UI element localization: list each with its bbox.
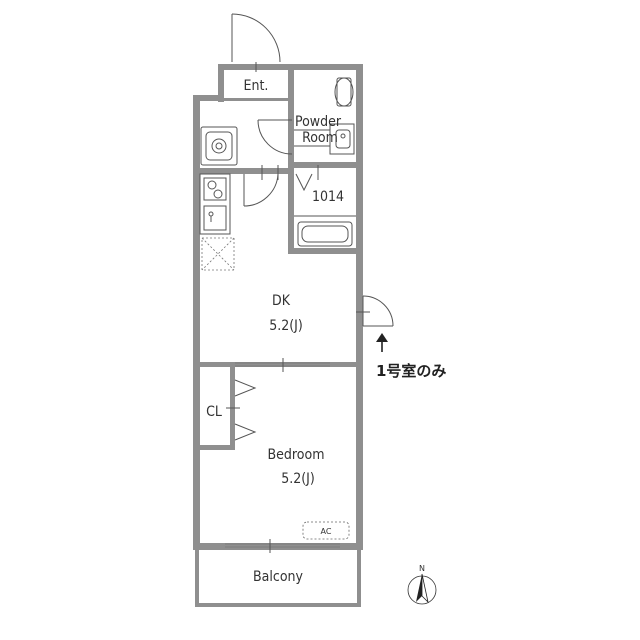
note-arrow-icon bbox=[376, 333, 388, 352]
balcony-label: Balcony bbox=[253, 569, 303, 585]
washbasin-icon bbox=[294, 123, 355, 155]
bath-label: 1014 bbox=[312, 189, 344, 205]
ac-label: AC bbox=[321, 527, 332, 536]
note-label: 1号室のみ bbox=[376, 362, 446, 380]
bedroom-size-label: 5.2(J) bbox=[281, 471, 315, 487]
compass-north-label: N bbox=[419, 564, 425, 573]
compass-icon: N bbox=[407, 564, 437, 605]
entrance-door bbox=[231, 13, 281, 63]
ac-unit: AC bbox=[302, 521, 350, 540]
closet-label: CL bbox=[206, 404, 222, 420]
bath-door bbox=[295, 165, 319, 192]
powder-room-door bbox=[257, 119, 293, 155]
bathtub-icon bbox=[294, 215, 356, 247]
windows bbox=[225, 62, 340, 553]
kitchen-counter bbox=[199, 173, 231, 235]
powder-room-label-line2: Room bbox=[302, 130, 338, 146]
side-door bbox=[356, 295, 394, 327]
washing-machine-icon bbox=[200, 126, 238, 166]
powder-room-label-line1: Powder bbox=[295, 114, 342, 130]
bedroom-label: Bedroom bbox=[268, 447, 325, 463]
entrance-label: Ent. bbox=[244, 78, 269, 94]
refrigerator-space bbox=[201, 237, 235, 271]
dk-label: DK bbox=[272, 293, 291, 309]
dk-door bbox=[243, 165, 279, 207]
toilet-icon bbox=[334, 77, 354, 107]
closet-doors bbox=[226, 379, 257, 441]
dk-size-label: 5.2(J) bbox=[269, 318, 303, 334]
